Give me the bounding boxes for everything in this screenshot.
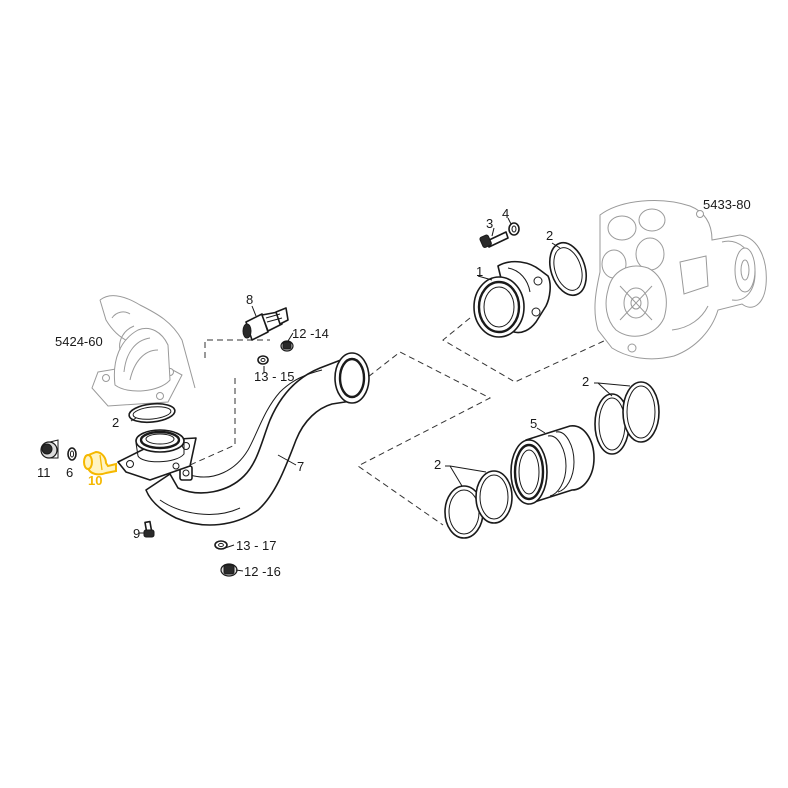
label-part-13-17: 13 - 17 [236,538,276,553]
part-13-17-washer [214,540,228,550]
part-2-seal-left [128,402,176,424]
part-13-15-washer [257,355,269,365]
label-part-12-16: 12 -16 [244,564,281,579]
part-5-sleeve [510,425,595,505]
label-part-1: 1 [476,264,483,279]
label-part-8: 8 [246,292,253,307]
label-part-4: 4 [502,206,509,221]
part-10-fitting-highlighted[interactable] [83,450,117,476]
label-part-7: 7 [297,459,304,474]
part-2-seal-top [549,241,587,297]
leader-lines [130,217,631,572]
label-part-11: 11 [37,465,51,480]
part-8-sensor [242,307,289,341]
label-part-2-top: 2 [546,228,553,243]
pipe-inlet-flange [117,429,197,481]
label-assembly-5424-60: 5424-60 [55,334,103,349]
label-part-10[interactable]: 10 [88,473,102,488]
assembly-dashed-lines [189,317,633,526]
label-part-9: 9 [133,526,140,541]
assembly-5424-60-housing [91,295,196,407]
part-3-bolt [479,231,509,248]
label-part-2-right: 2 [582,374,589,389]
label-assembly-5433-80: 5433-80 [703,197,751,212]
label-part-2-left: 2 [112,415,119,430]
part-12-14-plug [280,340,294,352]
part-7-pipe [145,352,370,526]
part-9-bolt [143,520,155,538]
label-part-12-14: 12 -14 [292,326,329,341]
label-part-2-lower: 2 [434,457,441,472]
label-part-6: 6 [66,465,73,480]
callout-labels: 5433-80 5424-60 1 2 2 2 2 3 4 5 6 7 8 9 … [37,197,751,579]
part-6-washer [67,447,77,461]
label-part-3: 3 [486,216,493,231]
part-4-washer [508,222,520,236]
label-part-5: 5 [530,416,537,431]
label-part-13-15: 13 - 15 [254,369,294,384]
part-1-elbow-flange [473,260,551,338]
part-2-seal-pair-right [594,381,660,455]
part-2-seal-pair-lower [444,470,513,539]
part-12-16-plug [220,563,238,577]
assembly-5433-80-housing [594,200,767,360]
part-11-plug [40,439,59,459]
